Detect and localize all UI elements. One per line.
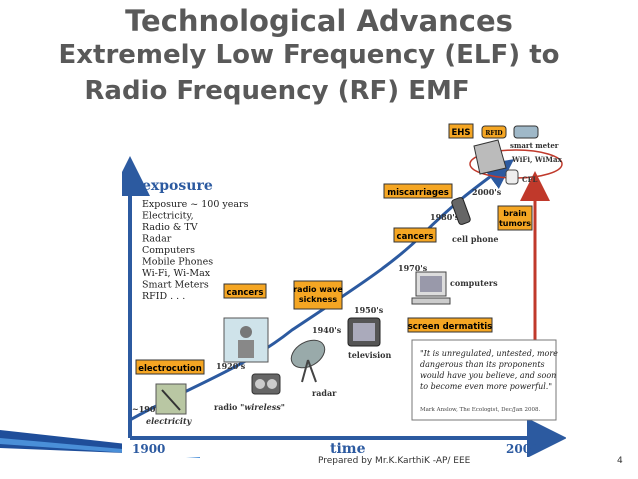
tech-smart-meter: smart meter — [510, 141, 559, 150]
quote-box: "It is unregulated, untested, more danger… — [411, 339, 558, 421]
x-axis-label: time — [330, 441, 366, 457]
tech-television: television — [348, 350, 391, 360]
quote-line: would have you believe, and soon — [420, 371, 556, 380]
svg-text:miscarriages: miscarriages — [387, 188, 449, 198]
label-cancers-left: cancers — [223, 283, 267, 299]
y-axis-label: exposure — [142, 178, 213, 194]
tech-cell-phone: cell phone — [452, 234, 498, 244]
electricity-illustration — [155, 383, 187, 415]
label-electrocution: electrocution — [135, 359, 205, 375]
tech-electricity: electricity — [146, 416, 193, 426]
slide-title-line-2: Extremely Low Frequency (ELF) to — [58, 40, 560, 70]
radar-illustration — [290, 339, 326, 383]
smart-meter-illustration — [513, 125, 539, 139]
svg-text:electrocution: electrocution — [138, 364, 202, 374]
cfl-bulb-illustration — [505, 169, 519, 185]
quote-source: Mark Anslow, The Ecologist, Dec/Jan 2008… — [420, 407, 540, 413]
page-number: 4 — [617, 456, 623, 466]
television-illustration — [347, 317, 381, 347]
decade-1940: 1940's — [312, 325, 342, 335]
radio-person-illustration — [223, 317, 269, 363]
quote-line: "It is unregulated, untested, more — [420, 349, 558, 358]
tech-wifi: WiFi, WiMax — [511, 155, 563, 164]
svg-text:EHS: EHS — [451, 128, 470, 138]
exposure-list-item: Radar — [142, 234, 172, 245]
cell-phone-illustration — [451, 197, 471, 225]
svg-text:cancers: cancers — [227, 288, 264, 298]
radio-illustration — [251, 373, 281, 395]
decade-1920: 1920's — [216, 361, 246, 371]
decade-1980: 1980's — [430, 212, 460, 222]
slide-title-line-3: Radio Frequency (RF) EMF — [84, 76, 470, 106]
exposure-list-item: RFID . . . — [142, 291, 185, 302]
decade-2000: 2000's — [472, 187, 502, 197]
label-screen-dermatitis: screen dermatitis — [407, 317, 493, 333]
exposure-list-item: Exposure ~ 100 years — [142, 199, 249, 210]
svg-text:RFID: RFID — [485, 130, 502, 137]
x-end-label: 2000 — [506, 442, 539, 456]
slide-title-line-1: Technological Advances — [125, 4, 513, 38]
exposure-list-item: Electricity, — [142, 211, 194, 222]
decade-1950: 1950's — [354, 305, 384, 315]
tech-radio: radio "wireless" — [214, 402, 285, 412]
exposure-list-item: Wi-Fi, Wi-Max — [142, 268, 211, 279]
x-start-label: 1900 — [132, 442, 165, 456]
label-ehs: EHS — [448, 123, 474, 139]
exposure-list-item: Smart Meters — [142, 280, 209, 291]
tech-cfl: CFL — [522, 175, 538, 184]
quote-line: to become even more powerful." — [420, 382, 552, 391]
footer-credit: Prepared by Mr.K.KarthiK -AP/ EEE — [318, 456, 471, 466]
emf-timeline-diagram: exposure time 1900 2000 Exposure ~ 100 y… — [110, 120, 567, 458]
label-cancers-right: cancers — [393, 227, 437, 243]
exposure-list-item: Radio & TV — [142, 222, 198, 233]
exposure-list-item: Computers — [142, 245, 195, 256]
svg-text:cancers: cancers — [397, 232, 434, 242]
exposure-list-item: Mobile Phones — [142, 257, 213, 268]
decade-1900: ~1900 — [132, 404, 161, 414]
tech-computers: computers — [450, 278, 498, 288]
quote-line: dangerous than its proponents — [420, 360, 545, 369]
laptop-illustration — [473, 139, 507, 175]
decade-1970: 1970's — [398, 263, 428, 273]
svg-text:"It is unregulated, untested,: "It is unregulated, untested, more danger… — [420, 349, 558, 391]
svg-text:screen dermatitis: screen dermatitis — [408, 322, 492, 332]
label-miscarriages: miscarriages — [383, 183, 453, 199]
rfid-tag-illustration: RFID — [481, 125, 507, 139]
tech-radar: radar — [312, 388, 337, 398]
computer-illustration — [411, 271, 451, 305]
